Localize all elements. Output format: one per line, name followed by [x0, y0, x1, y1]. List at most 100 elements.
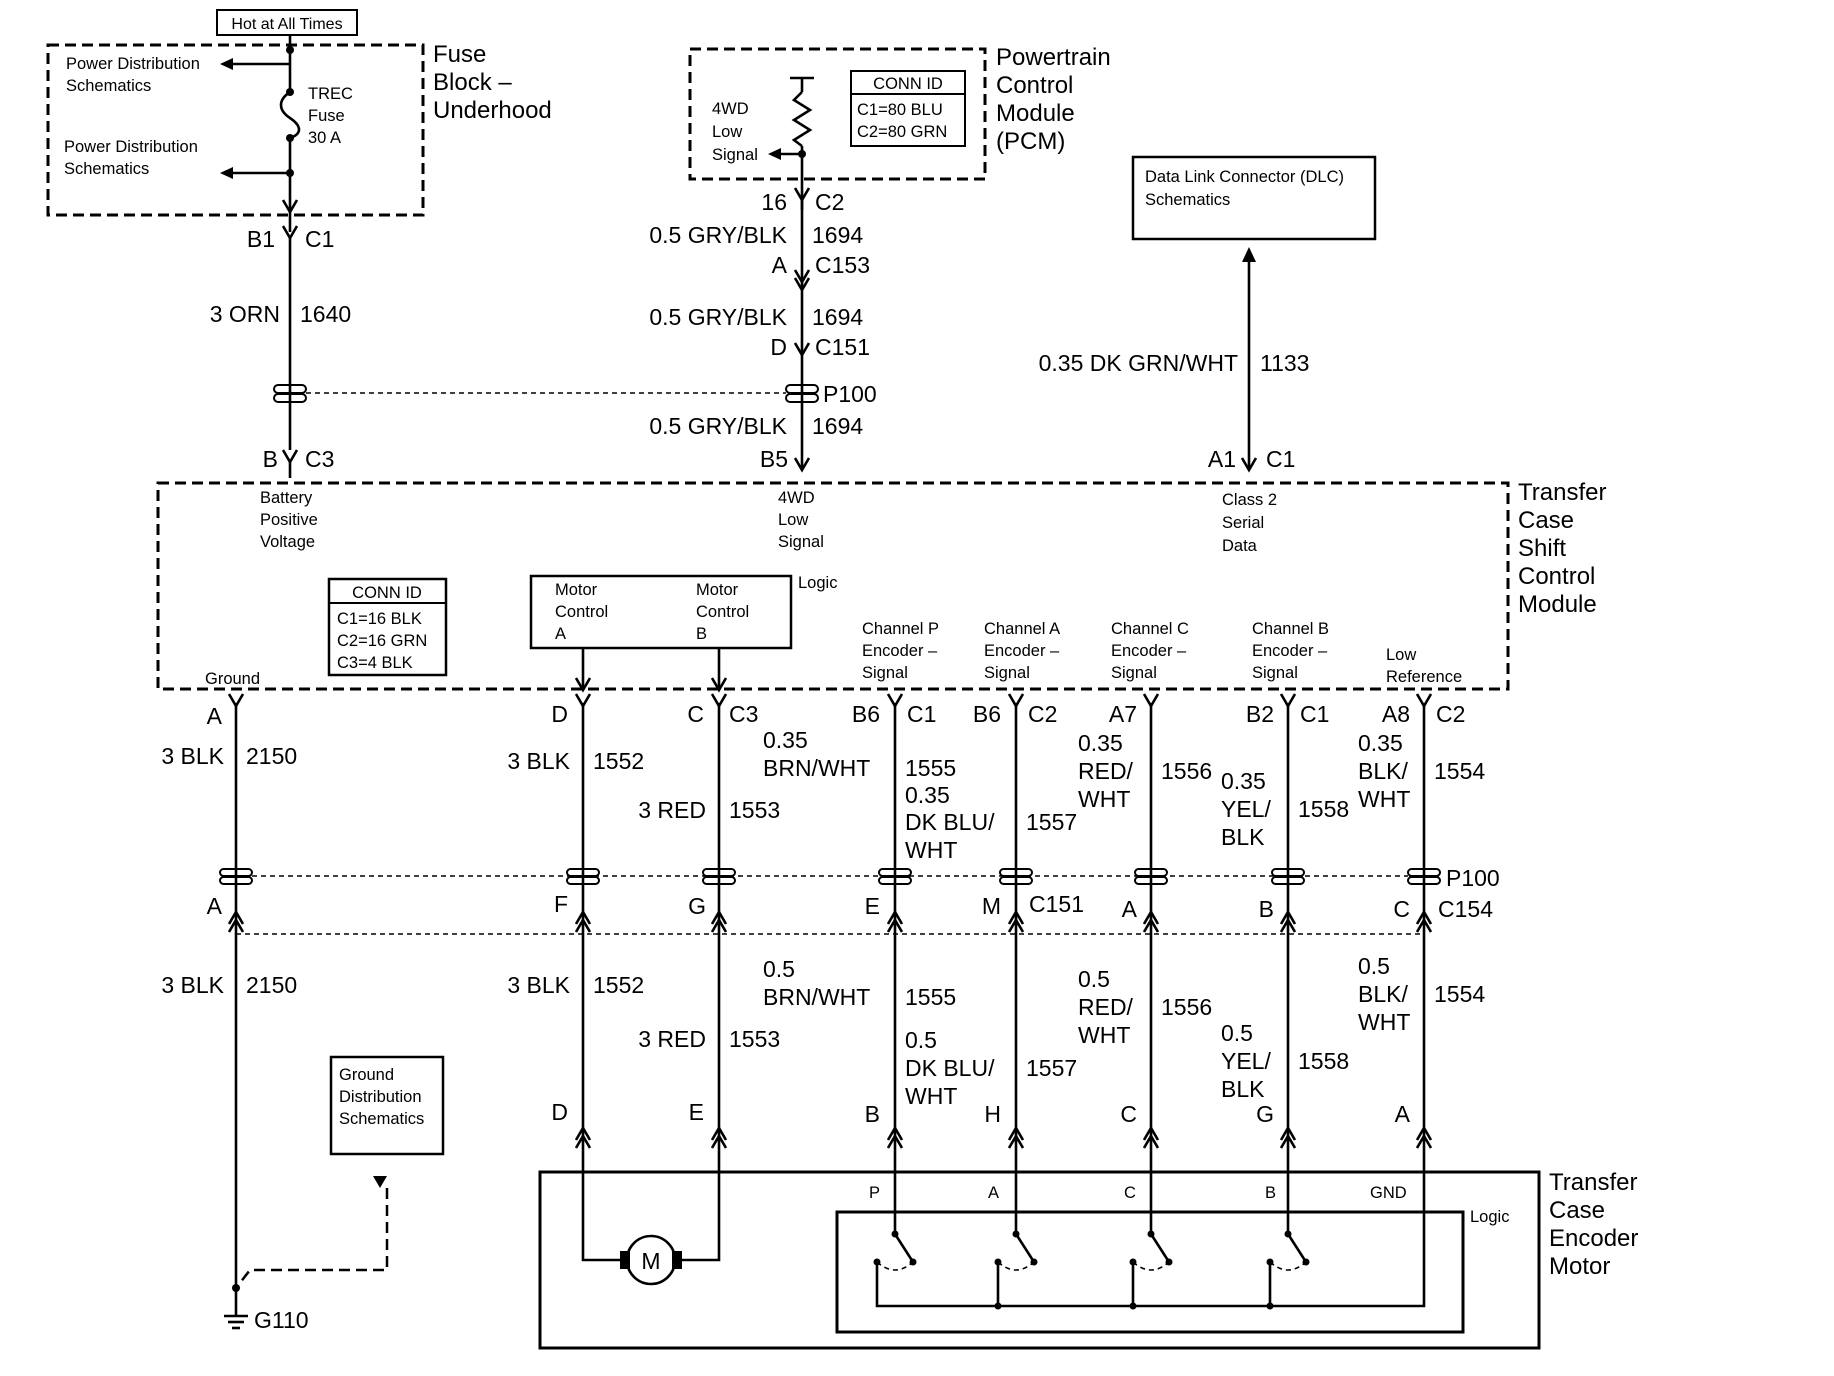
low-c-gauge-1: 0.5: [1078, 966, 1110, 992]
low-lr-gauge-2: BLK/: [1358, 981, 1408, 1007]
b-pin: B2: [1246, 701, 1274, 727]
c154-label: C154: [1438, 896, 1493, 922]
inl-p: E: [865, 893, 880, 919]
fuse-rating: 30 A: [308, 129, 341, 147]
w1694c-gauge: 0.5 GRY/BLK: [649, 413, 787, 439]
mb-conn: C3: [729, 701, 758, 727]
fuse-block-title-1: Fuse: [433, 41, 486, 68]
w1133-gauge: 0.35 DK GRN/WHT: [1039, 350, 1238, 376]
fuse-word: Fuse: [308, 107, 345, 125]
low-mb-circuit: 1553: [729, 1026, 780, 1052]
lowsig-label-2: Low: [778, 511, 808, 529]
fuse-conn: C1: [305, 226, 334, 252]
pcm-outline: [688, 47, 987, 181]
low-a-circuit: 1557: [1026, 1055, 1077, 1081]
mid-mb-gauge: 3 RED: [638, 797, 706, 823]
c153-pin: A: [772, 252, 788, 278]
encoder-logic-box: [835, 1210, 1465, 1334]
pcm-signal-2: Low: [712, 123, 742, 141]
tcscm-title-2: Case: [1518, 507, 1574, 534]
wire-1640-circuit: 1640: [300, 301, 351, 327]
ground-dist-3: Schematics: [339, 1110, 424, 1128]
transfer-case-shift-control-module: Battery Positive Voltage 4WD Low Signal …: [156, 479, 1606, 693]
mid-a-gauge-1: 0.35: [905, 782, 950, 808]
ground-point-label: G110: [254, 1307, 309, 1333]
dlc-line2: Schematics: [1145, 191, 1230, 209]
batt-label-3: Voltage: [260, 533, 315, 551]
low-c-gauge-2: RED/: [1078, 994, 1134, 1020]
mid-gnd-gauge: 3 BLK: [161, 743, 224, 769]
ch-c-1: Channel C: [1111, 620, 1189, 638]
inl-lr: C: [1393, 896, 1410, 922]
low-b-gauge-1: 0.5: [1221, 1020, 1253, 1046]
c151-pin: D: [770, 334, 787, 360]
transfer-case-encoder-motor: Transfer Case Encoder Motor M Logic P A …: [538, 1169, 1638, 1350]
motor-symbol: M: [641, 1248, 660, 1274]
c-pin: A7: [1109, 701, 1137, 727]
c151-lower-label: C151: [1029, 891, 1084, 917]
w1694b-circuit: 1694: [812, 304, 863, 330]
mid-ma-circuit: 1552: [593, 748, 644, 774]
arrow-up-icon: [1242, 247, 1256, 262]
mid-b-gauge-2: YEL/: [1221, 796, 1271, 822]
sw-label-b: B: [1265, 1184, 1276, 1202]
low-a-gauge-1: 0.5: [905, 1027, 937, 1053]
arrow-down-icon: [373, 1176, 387, 1188]
pcm-conn-id-2: C2=80 GRN: [857, 123, 947, 141]
inl-b: B: [1259, 896, 1274, 922]
mid-ma-gauge: 3 BLK: [507, 748, 570, 774]
mid-c-circuit: 1556: [1161, 758, 1212, 784]
sw-label-gnd: GND: [1370, 1184, 1407, 1202]
low-lr-circuit: 1554: [1434, 981, 1485, 1007]
pcm-conn-id-box: [850, 70, 966, 147]
w1694b-gauge: 0.5 GRY/BLK: [649, 304, 787, 330]
encoder-title-3: Encoder: [1549, 1225, 1638, 1252]
mpin-c: C: [1120, 1101, 1137, 1127]
low-mb-gauge: 3 RED: [638, 1026, 706, 1052]
a-pin: B6: [973, 701, 1001, 727]
low-p-circuit: 1555: [905, 984, 956, 1010]
ch-a-1: Channel A: [984, 620, 1060, 638]
low-p-gauge-2: BRN/WHT: [763, 984, 870, 1010]
fuse-pin: B1: [247, 226, 275, 252]
encoder-logic-label: Logic: [1470, 1208, 1509, 1226]
mid-a-gauge-2: DK BLU/: [905, 809, 995, 835]
ch-p-3: Signal: [862, 664, 908, 682]
mid-mb-circuit: 1553: [729, 797, 780, 823]
inl-ma: F: [554, 891, 568, 917]
motor-a-1: Motor: [555, 581, 598, 599]
lowsig-label-1: 4WD: [778, 489, 815, 507]
w1694a-circuit: 1694: [812, 222, 863, 248]
motor-icon: [625, 1234, 677, 1286]
fuse-block-title-2: Block –: [433, 69, 512, 96]
a-conn: C2: [1028, 701, 1057, 727]
mpin-mb: E: [689, 1099, 704, 1125]
ch-b-1: Channel B: [1252, 620, 1329, 638]
low-lr-gauge-1: 0.5: [1358, 953, 1390, 979]
pcm-title-3: Module: [996, 100, 1075, 127]
tcscm-outline: [156, 481, 1510, 691]
tcscm-conn-id-1: C1=16 BLK: [337, 610, 422, 628]
batt-conn: C3: [305, 446, 334, 472]
inl-a: M: [982, 893, 1001, 919]
mid-p-circuit: 1555: [905, 755, 956, 781]
batt-label-1: Battery: [260, 489, 313, 507]
low-gnd-circuit: 2150: [246, 972, 297, 998]
class2-pin: A1: [1208, 446, 1236, 472]
sw-label-a: A: [988, 1184, 999, 1202]
encoder-motor-outline: [538, 1170, 1541, 1350]
encoder-switches: [873, 1170, 1426, 1310]
p-conn: C1: [907, 701, 936, 727]
fuse-block-title-3: Underhood: [433, 97, 552, 124]
low-p-gauge-1: 0.5: [763, 956, 795, 982]
pd-top-line2: Schematics: [66, 77, 151, 95]
mid-b-circuit: 1558: [1298, 796, 1349, 822]
ground-dist-box: [329, 1055, 445, 1156]
ground-label: Ground: [205, 670, 260, 688]
arrow-left-icon: [768, 148, 781, 160]
pcm-conn: C2: [815, 189, 844, 215]
wire-1640-gauge: 3 ORN: [210, 301, 280, 327]
fuse-block: Hot at All Times Power Distribution Sche…: [46, 9, 552, 232]
ch-p-1: Channel P: [862, 620, 939, 638]
motor-a-3: A: [555, 625, 566, 643]
